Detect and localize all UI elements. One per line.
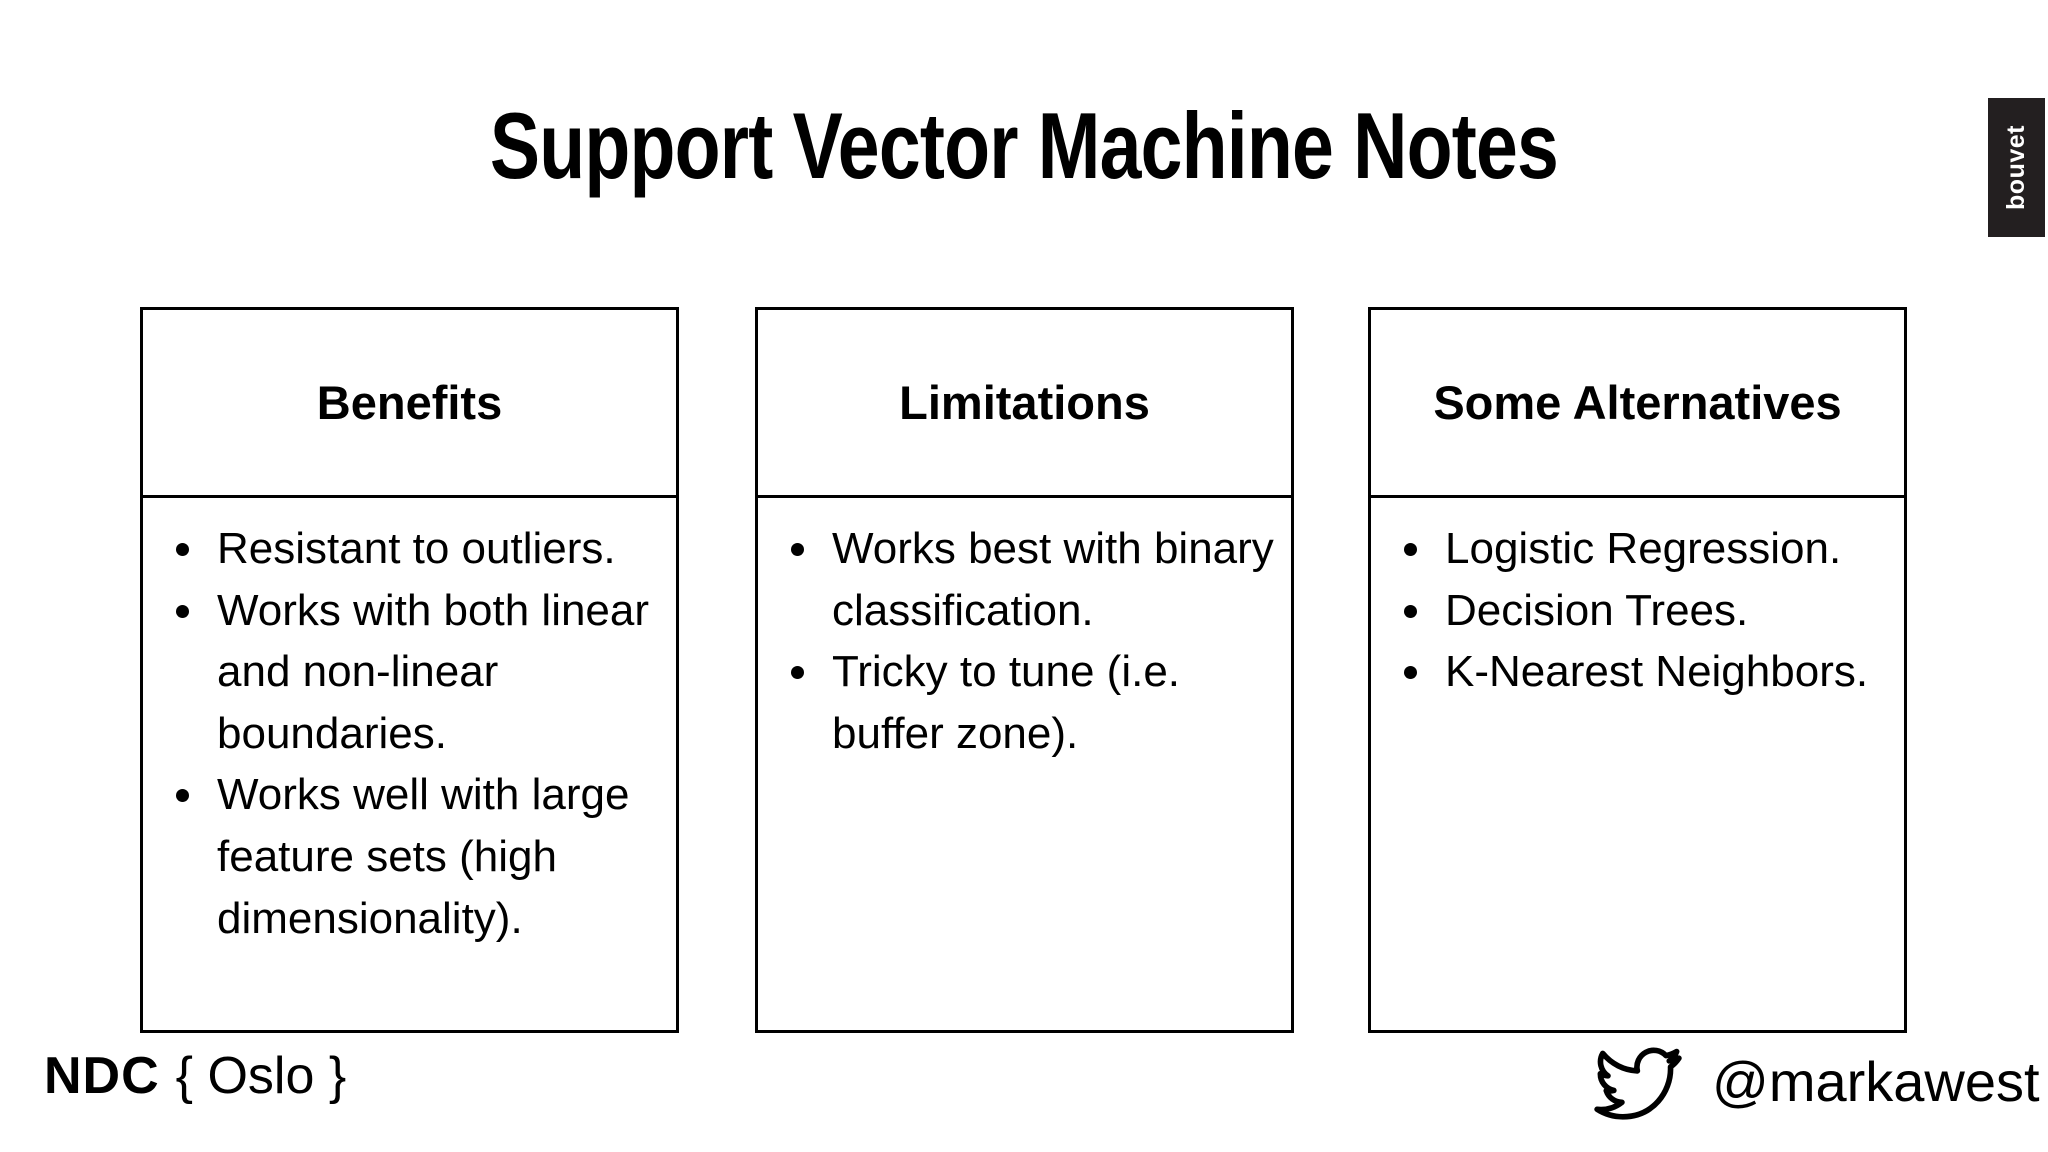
conference-label: NDC { Oslo } xyxy=(44,1046,346,1106)
alternatives-box: Some Alternatives Logistic Regression. D… xyxy=(1368,307,1907,1033)
list-item: Works with both linear and non-linear bo… xyxy=(209,580,664,765)
benefits-body: Resistant to outliers. Works with both l… xyxy=(143,498,676,949)
list-item: Logistic Regression. xyxy=(1437,518,1892,580)
limitations-body: Works best with binary classification. T… xyxy=(758,498,1291,764)
conference-name: NDC xyxy=(44,1047,160,1105)
bouvet-logo: bouvet xyxy=(1988,98,2045,237)
limitations-header: Limitations xyxy=(758,310,1291,498)
conference-location: { Oslo } xyxy=(175,1047,347,1105)
twitter-handle: @markawest xyxy=(1712,1049,2040,1113)
limitations-list: Works best with binary classification. T… xyxy=(788,518,1279,764)
list-item: Works best with binary classification. xyxy=(824,518,1279,641)
twitter-bird-icon xyxy=(1588,1036,1688,1126)
list-item: Decision Trees. xyxy=(1437,580,1892,642)
list-item: K-Nearest Neighbors. xyxy=(1437,641,1892,703)
list-item: Works well with large feature sets (high… xyxy=(209,764,664,949)
page-title: Support Vector Machine Notes xyxy=(489,93,1559,198)
alternatives-header: Some Alternatives xyxy=(1371,310,1904,498)
limitations-box: Limitations Works best with binary class… xyxy=(755,307,1294,1033)
list-item: Tricky to tune (i.e. buffer zone). xyxy=(824,641,1279,764)
benefits-box: Benefits Resistant to outliers. Works wi… xyxy=(140,307,679,1033)
bouvet-logo-text: bouvet xyxy=(2002,125,2031,210)
benefits-list: Resistant to outliers. Works with both l… xyxy=(173,518,664,949)
alternatives-list: Logistic Regression. Decision Trees. K-N… xyxy=(1401,518,1892,703)
benefits-header: Benefits xyxy=(143,310,676,498)
list-item: Resistant to outliers. xyxy=(209,518,664,580)
alternatives-body: Logistic Regression. Decision Trees. K-N… xyxy=(1371,498,1904,703)
twitter-attribution: @markawest xyxy=(1588,1036,2040,1126)
